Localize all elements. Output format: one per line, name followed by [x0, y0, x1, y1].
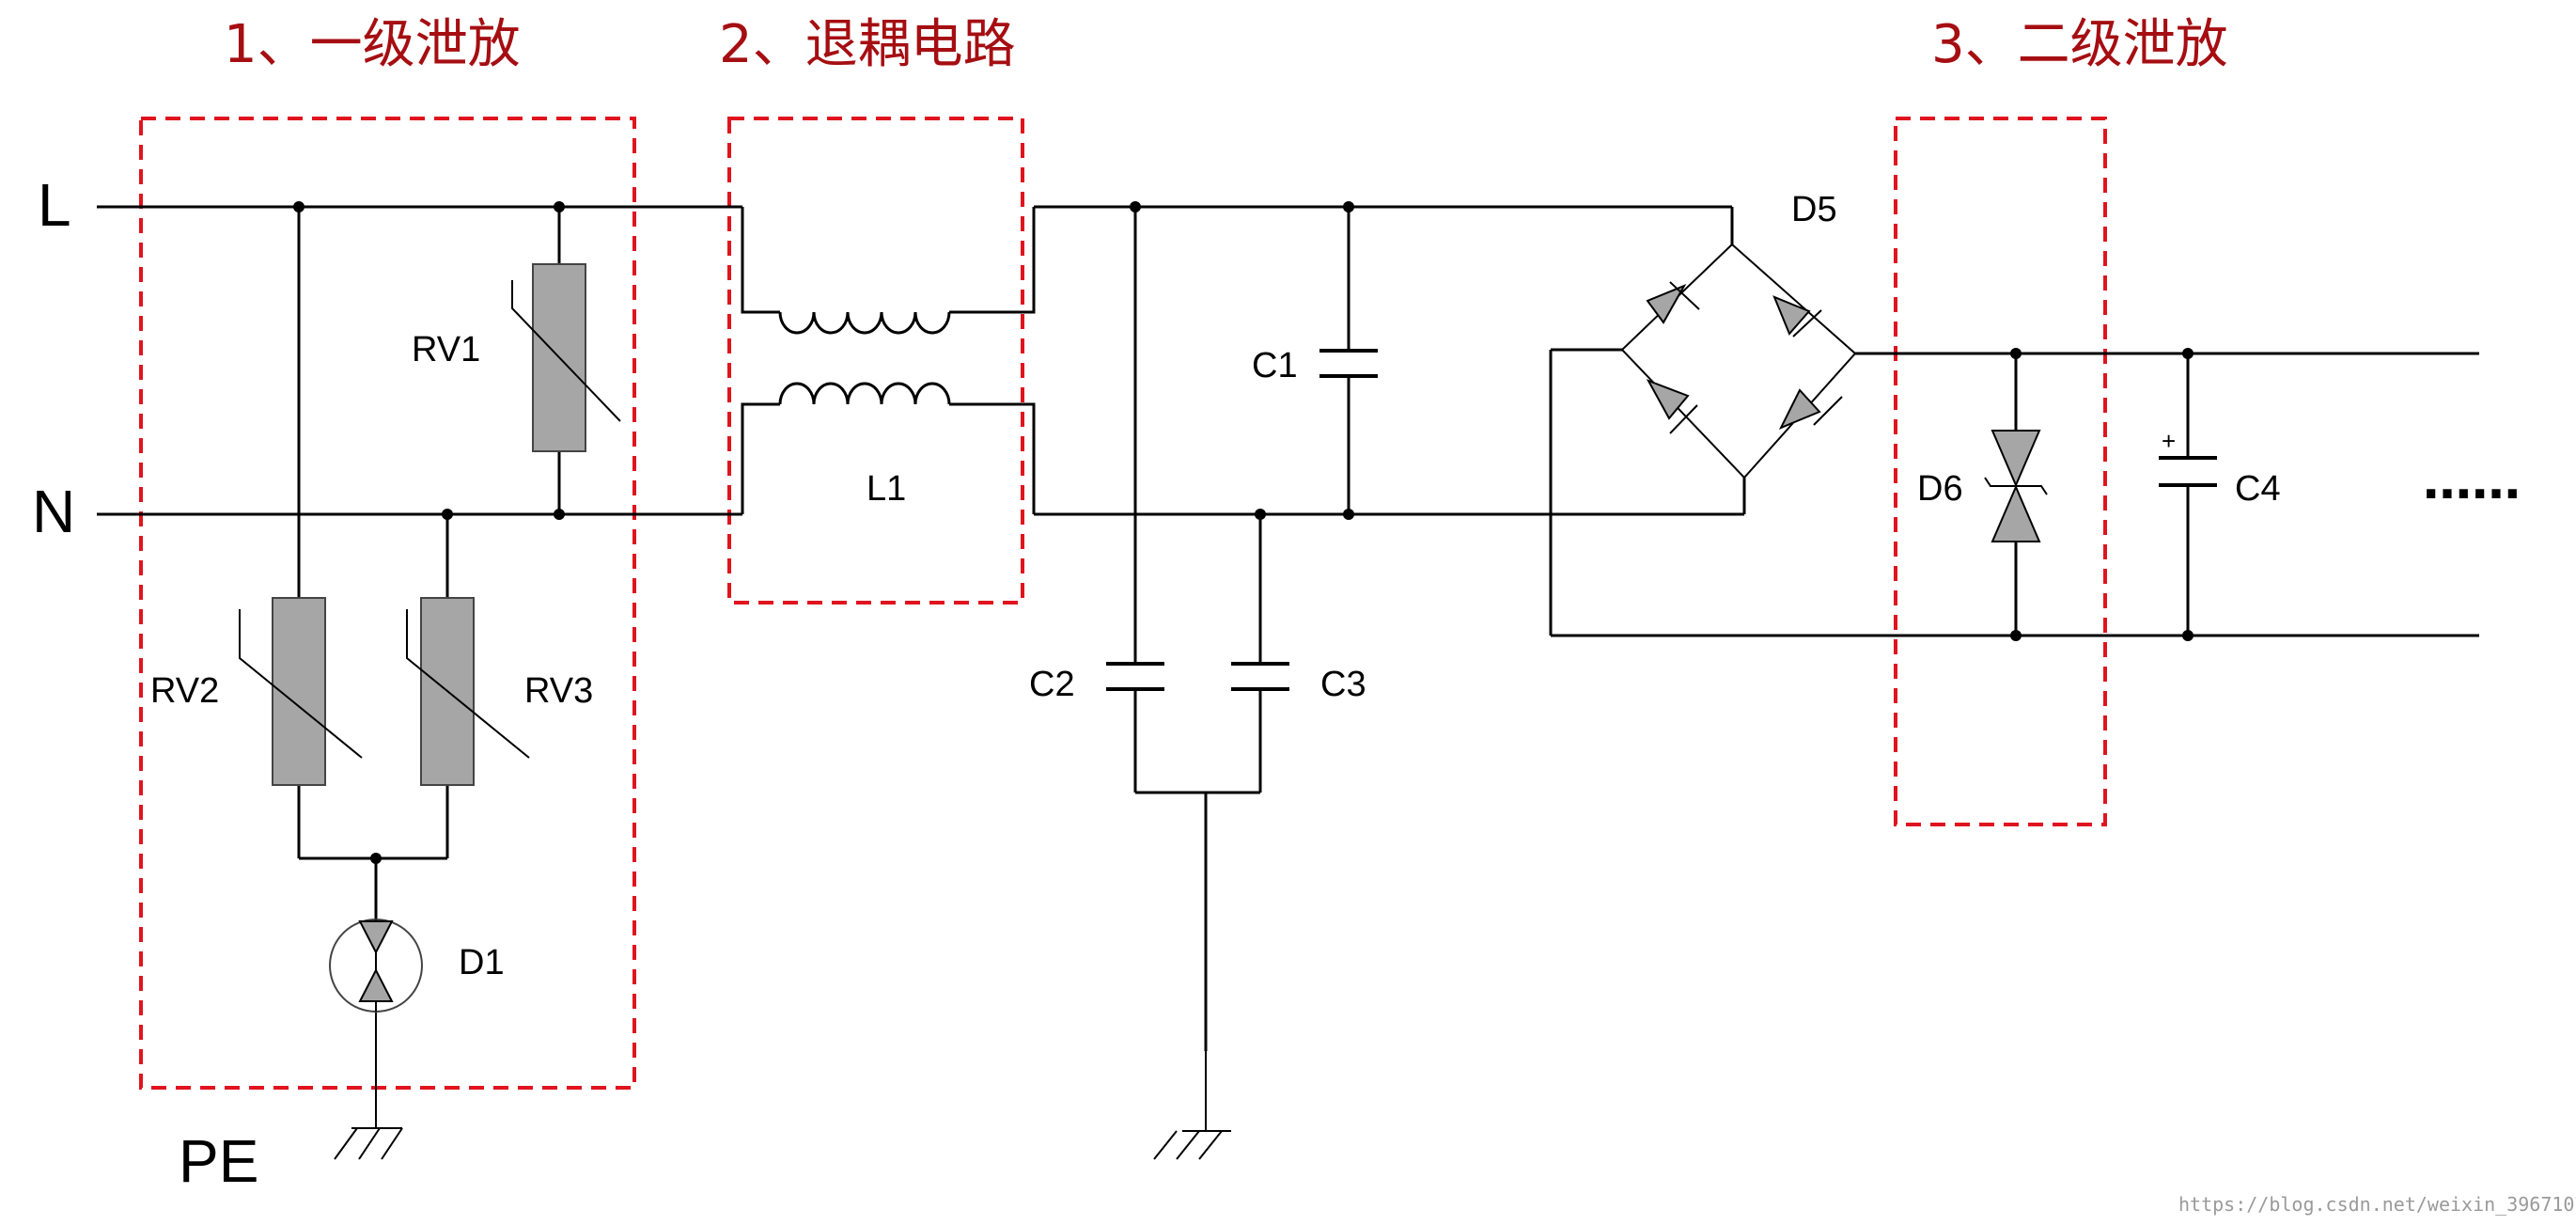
terminal-n-label: N [32, 478, 75, 545]
watermark-text: https://blog.csdn.net/weixin_39671078 [2178, 1193, 2576, 1216]
rv1-varistor [511, 263, 621, 452]
d5-bridge-rectifier [1620, 243, 1857, 479]
junction-dots-filter [1130, 201, 1354, 520]
rv3-varistor [406, 597, 530, 786]
junction-dots-stage1 [293, 201, 565, 864]
continuation-ellipsis: …… [2423, 454, 2521, 510]
c1-label: C1 [1252, 346, 1298, 385]
rv2-label: RV2 [150, 671, 219, 711]
stage3-title: 3、二级泄放 [1931, 14, 2228, 75]
l1-label: L1 [866, 469, 906, 509]
l1-common-mode-choke [741, 207, 1036, 514]
c2-capacitor [1106, 662, 1164, 691]
d6-label: D6 [1917, 469, 1963, 509]
rv2-varistor [239, 597, 363, 786]
terminal-pe-label: PE [179, 1127, 258, 1195]
terminal-l-label: L [38, 171, 71, 239]
d1-label: D1 [459, 943, 505, 982]
rv1-label: RV1 [412, 330, 480, 369]
d5-label: D5 [1791, 190, 1837, 229]
c4-label: C4 [2235, 469, 2281, 509]
c4-polarity-mark: + [2162, 427, 2176, 455]
stage2-box [727, 117, 1024, 605]
c3-capacitor [1231, 662, 1289, 691]
pe-ground-symbol [334, 1127, 403, 1160]
d6-tvs-diode [1984, 430, 2048, 542]
c2-label: C2 [1029, 665, 1075, 704]
ground-symbol [1153, 1130, 1231, 1160]
stage3-box [1894, 117, 2107, 826]
filter-wires [1034, 205, 1746, 1131]
stage2-title: 2、退耦电路 [719, 14, 1016, 75]
stage1-box [139, 117, 636, 1090]
c4-electrolytic-capacitor [2159, 456, 2217, 487]
c3-label: C3 [1320, 665, 1366, 704]
d1-gas-discharge-tube [329, 919, 423, 1013]
stage1-title: 1、一级泄放 [224, 14, 521, 75]
junction-dots-output [2010, 348, 2194, 641]
c1-capacitor [1319, 349, 1378, 378]
rv3-label: RV3 [524, 671, 593, 711]
